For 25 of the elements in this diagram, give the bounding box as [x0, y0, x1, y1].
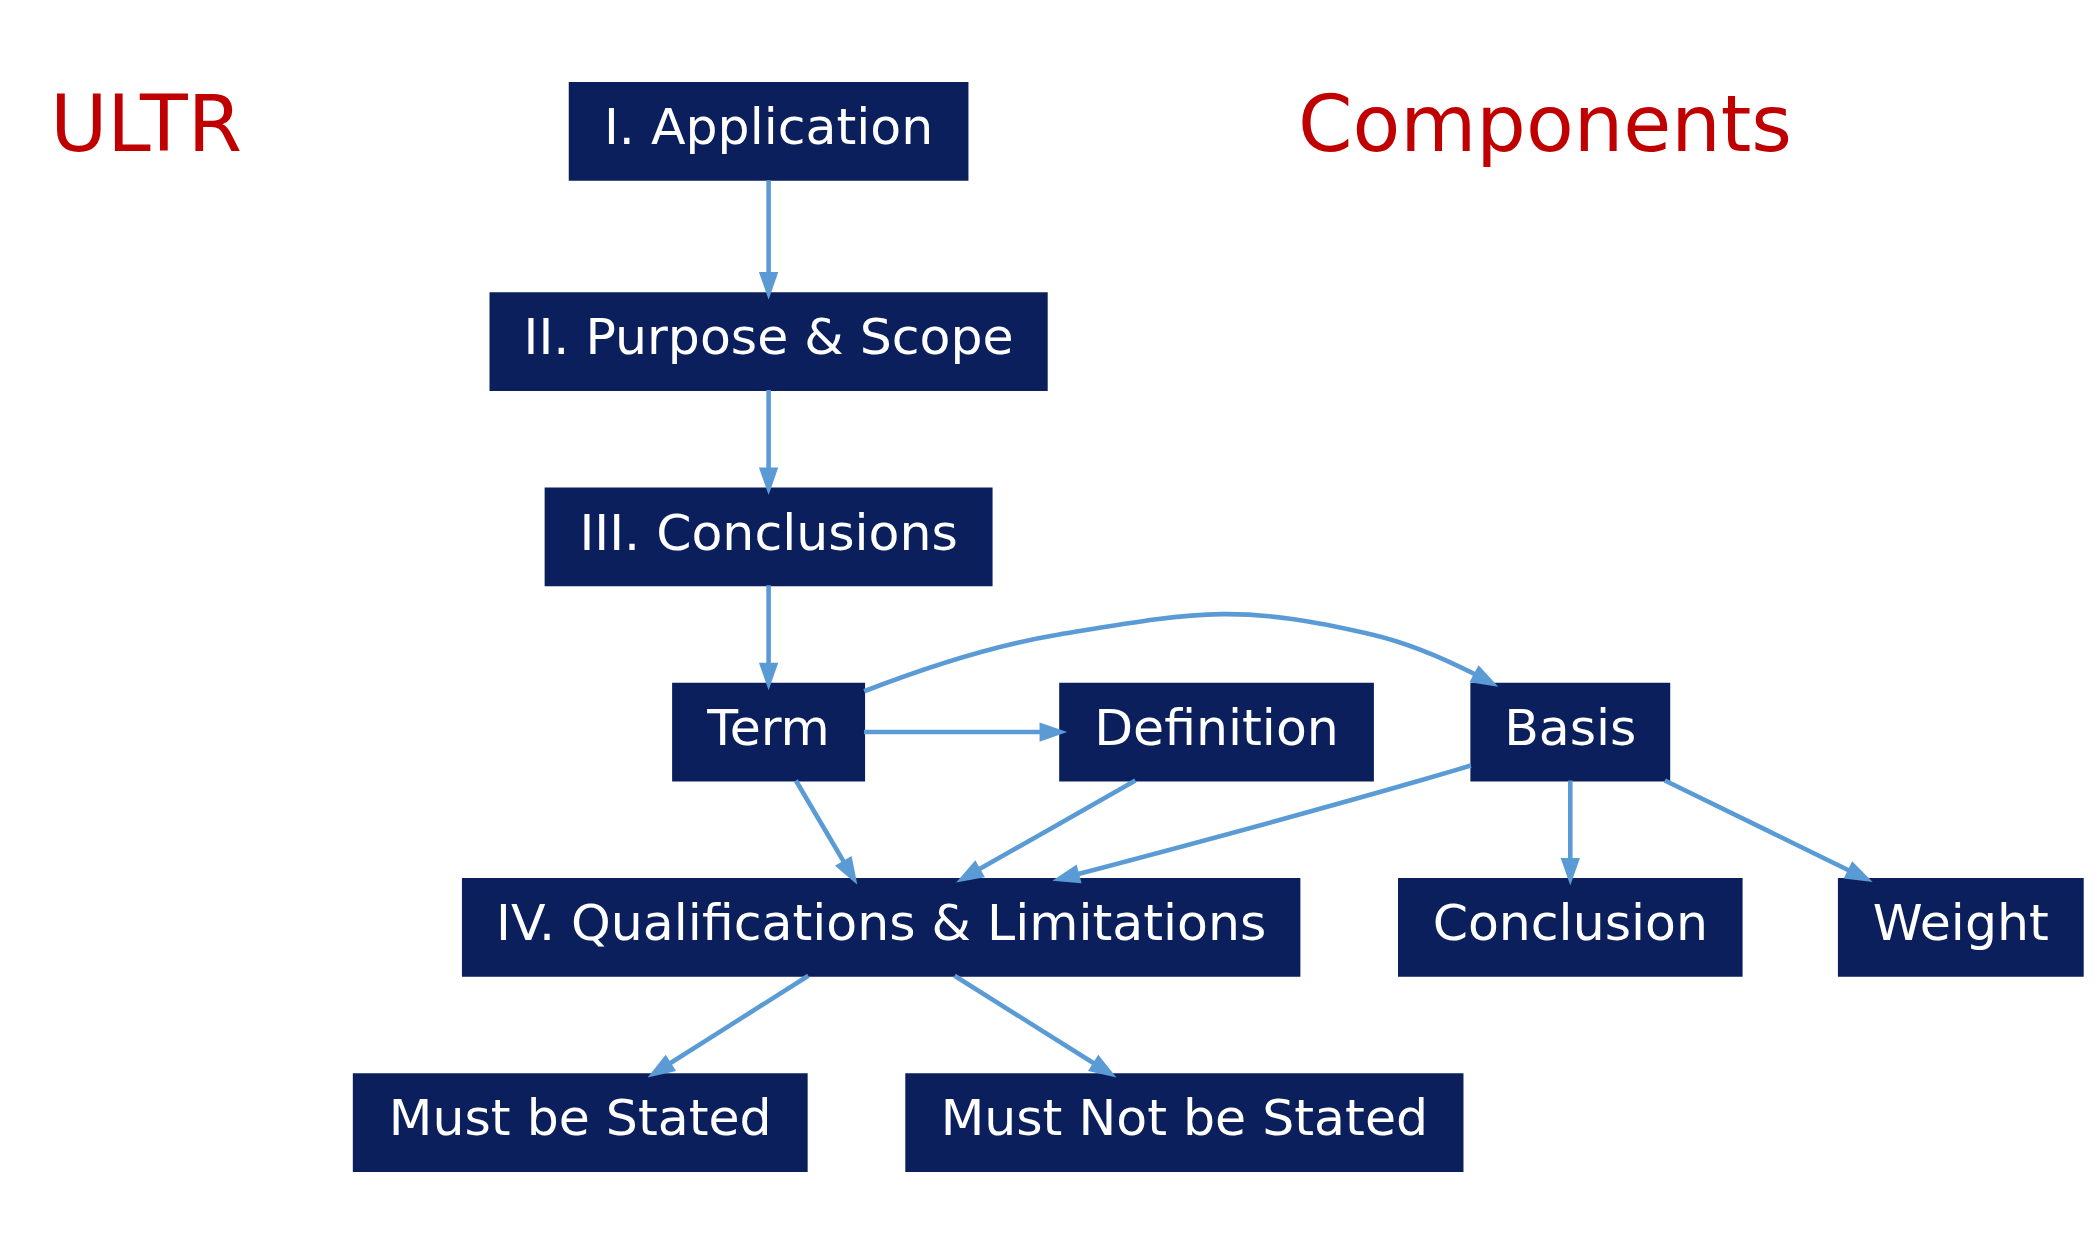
arrow [956, 778, 1137, 882]
arrow [758, 584, 779, 690]
node-box: I. Application [568, 81, 969, 181]
arrow [1560, 780, 1580, 886]
arrow [1052, 762, 1472, 883]
node-box: Term [672, 682, 866, 781]
arrow [647, 973, 810, 1078]
node-box: Conclusion [1398, 877, 1743, 977]
label: ULTR [50, 78, 243, 169]
arrow [863, 611, 1499, 693]
node-box: Must be Stated [352, 1072, 808, 1172]
label: Components [1297, 78, 1793, 169]
arrow [863, 721, 1068, 742]
arrow [1663, 777, 1873, 882]
node-box: Definition [1059, 682, 1374, 781]
node-box: IV. Qualifications & Limitations [461, 877, 1301, 977]
arrow [758, 389, 779, 495]
arrow [953, 973, 1117, 1078]
node-box: II. Purpose & Scope [489, 291, 1048, 391]
node-box: Weight [1837, 877, 2084, 977]
arrow [758, 179, 779, 300]
node-box: Basis [1470, 682, 1671, 781]
node-box: III. Conclusions [544, 486, 993, 586]
node-box: Must Not be Stated [905, 1072, 1464, 1172]
arrow [793, 778, 858, 885]
